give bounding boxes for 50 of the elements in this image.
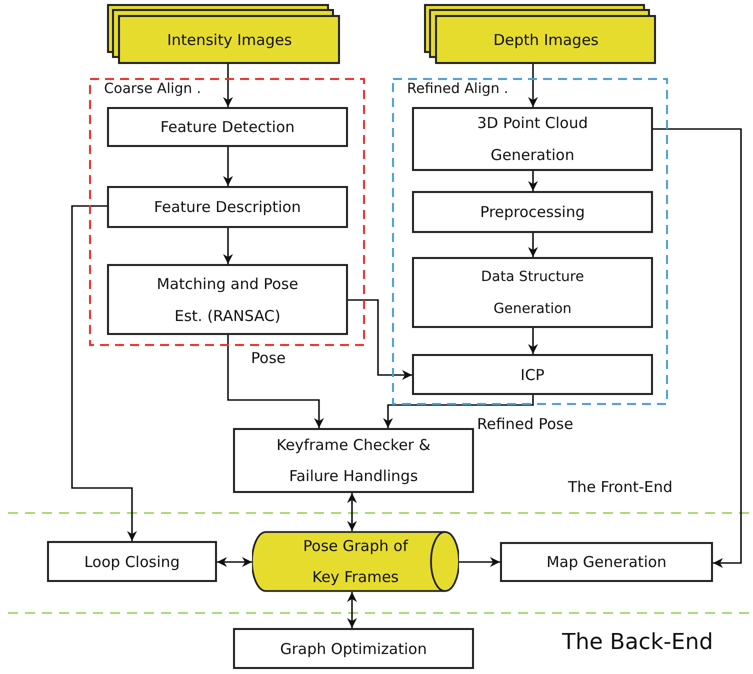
arrow [528, 233, 538, 257]
process-box [47, 541, 217, 582]
arrow [223, 147, 233, 186]
box-label: Depth Images [493, 31, 599, 49]
process-box [412, 107, 653, 171]
arrow [528, 64, 538, 107]
arrow [223, 228, 233, 264]
group-frame [89, 78, 365, 346]
box-label: Data Structure Generation [480, 268, 585, 318]
box-label: ICP [520, 366, 544, 384]
box-label: Preprocessing [480, 203, 585, 221]
box-label: Feature Detection [160, 118, 295, 136]
arrow [528, 328, 538, 354]
arrow [223, 64, 233, 107]
stacked-document-box [107, 4, 340, 64]
box-label: Map Generation [546, 553, 667, 571]
arrow [347, 493, 357, 531]
group-frame [392, 78, 668, 405]
box-label: Intensity Images [167, 31, 292, 49]
arrow [383, 395, 534, 428]
box-label: Feature Description [154, 198, 301, 216]
box-label: Graph Optimization [280, 640, 427, 658]
process-box [233, 428, 474, 493]
process-box [412, 354, 653, 395]
arrow [528, 171, 538, 191]
box-label: Keyframe Checker & Failure Handlings [276, 434, 432, 486]
box-label: Pose Graph of Key Frames [302, 536, 410, 588]
process-box [107, 107, 348, 147]
arrow [348, 299, 412, 380]
arrow [227, 335, 324, 428]
arrow [653, 128, 742, 568]
process-box [233, 628, 474, 669]
group-title: Refined Align . [407, 81, 508, 97]
section-label: The Back-End [562, 630, 714, 655]
process-box [412, 257, 653, 328]
box-label: Matching and Pose Est. (RANSAC) [156, 274, 300, 326]
process-box [500, 542, 713, 582]
process-box [412, 191, 653, 233]
arrow [347, 592, 357, 628]
arrow [217, 557, 252, 567]
stacked-document-box [424, 4, 656, 64]
group-title: Coarse Align . [104, 81, 202, 97]
box-label: 3D Point Cloud Generation [476, 113, 589, 166]
database-cylinder [252, 531, 459, 592]
arrow [71, 205, 137, 541]
process-box [107, 186, 348, 228]
box-label: Loop Closing [84, 552, 180, 570]
process-box [107, 264, 348, 335]
arrow [459, 557, 500, 567]
section-label: The Front-End [568, 478, 673, 496]
